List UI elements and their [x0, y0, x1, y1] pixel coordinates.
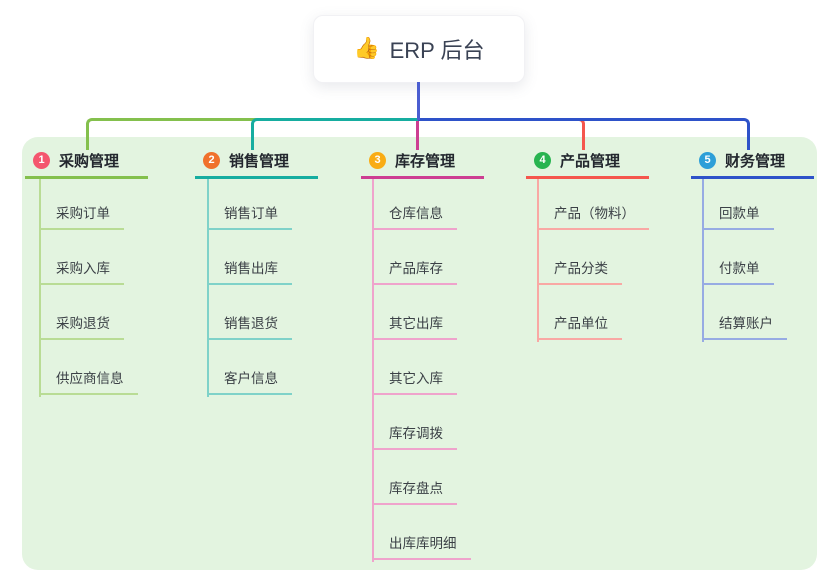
branch-spine — [39, 179, 41, 397]
node-product-stock[interactable]: 产品库存 — [372, 257, 457, 285]
board-background — [22, 137, 817, 570]
branch-spine — [702, 179, 704, 342]
branch-title: 销售管理 — [229, 152, 290, 170]
node-outbound-detail[interactable]: 出库库明细 — [372, 532, 471, 560]
node-other-inbound[interactable]: 其它入库 — [372, 367, 457, 395]
branch-number-badge: 4 — [534, 151, 551, 169]
node-sales-return[interactable]: 销售退货 — [207, 312, 292, 340]
node-receipt-bill[interactable]: 回款单 — [702, 202, 774, 230]
root-node[interactable]: 👍 ERP 后台 — [313, 15, 525, 83]
node-payment-bill[interactable]: 付款单 — [702, 257, 774, 285]
node-supplier-info[interactable]: 供应商信息 — [39, 367, 138, 395]
connector-branch-2 — [251, 118, 418, 150]
node-product-material[interactable]: 产品（物料） — [537, 202, 649, 230]
branch-header-product[interactable]: 4 产品管理 — [526, 147, 649, 179]
node-other-outbound[interactable]: 其它出库 — [372, 312, 457, 340]
connector-root-stem — [417, 82, 420, 120]
connector-branch-5 — [418, 118, 750, 150]
node-purchase-return[interactable]: 采购退货 — [39, 312, 124, 340]
branch-header-inventory[interactable]: 3 库存管理 — [361, 147, 484, 179]
node-sales-outbound[interactable]: 销售出库 — [207, 257, 292, 285]
branch-number-badge: 3 — [369, 151, 386, 169]
thumbs-up-icon: 👍 — [353, 37, 380, 60]
branch-number-badge: 5 — [699, 151, 716, 169]
branch-number-badge: 1 — [33, 151, 50, 169]
branch-number-badge: 2 — [203, 151, 220, 169]
node-customer-info[interactable]: 客户信息 — [207, 367, 292, 395]
node-purchase-order[interactable]: 采购订单 — [39, 202, 124, 230]
node-product-category[interactable]: 产品分类 — [537, 257, 622, 285]
node-product-unit[interactable]: 产品单位 — [537, 312, 622, 340]
branch-spine — [537, 179, 539, 342]
node-stock-transfer[interactable]: 库存调拨 — [372, 422, 457, 450]
connector-branch-3 — [416, 121, 419, 150]
branch-header-finance[interactable]: 5 财务管理 — [691, 147, 814, 179]
branch-spine — [372, 179, 374, 562]
node-purchase-inbound[interactable]: 采购入库 — [39, 257, 124, 285]
branch-header-sales[interactable]: 2 销售管理 — [195, 147, 318, 179]
branch-title: 产品管理 — [560, 152, 621, 170]
branch-spine — [207, 179, 209, 397]
branch-header-purchase[interactable]: 1 采购管理 — [25, 147, 148, 179]
branch-title: 库存管理 — [395, 152, 456, 170]
node-settlement-account[interactable]: 结算账户 — [702, 312, 787, 340]
node-sales-order[interactable]: 销售订单 — [207, 202, 292, 230]
node-warehouse-info[interactable]: 仓库信息 — [372, 202, 457, 230]
root-label: ERP 后台 — [389, 38, 485, 63]
branch-title: 采购管理 — [59, 152, 120, 170]
branch-title: 财务管理 — [725, 152, 786, 170]
node-stock-count[interactable]: 库存盘点 — [372, 477, 457, 505]
